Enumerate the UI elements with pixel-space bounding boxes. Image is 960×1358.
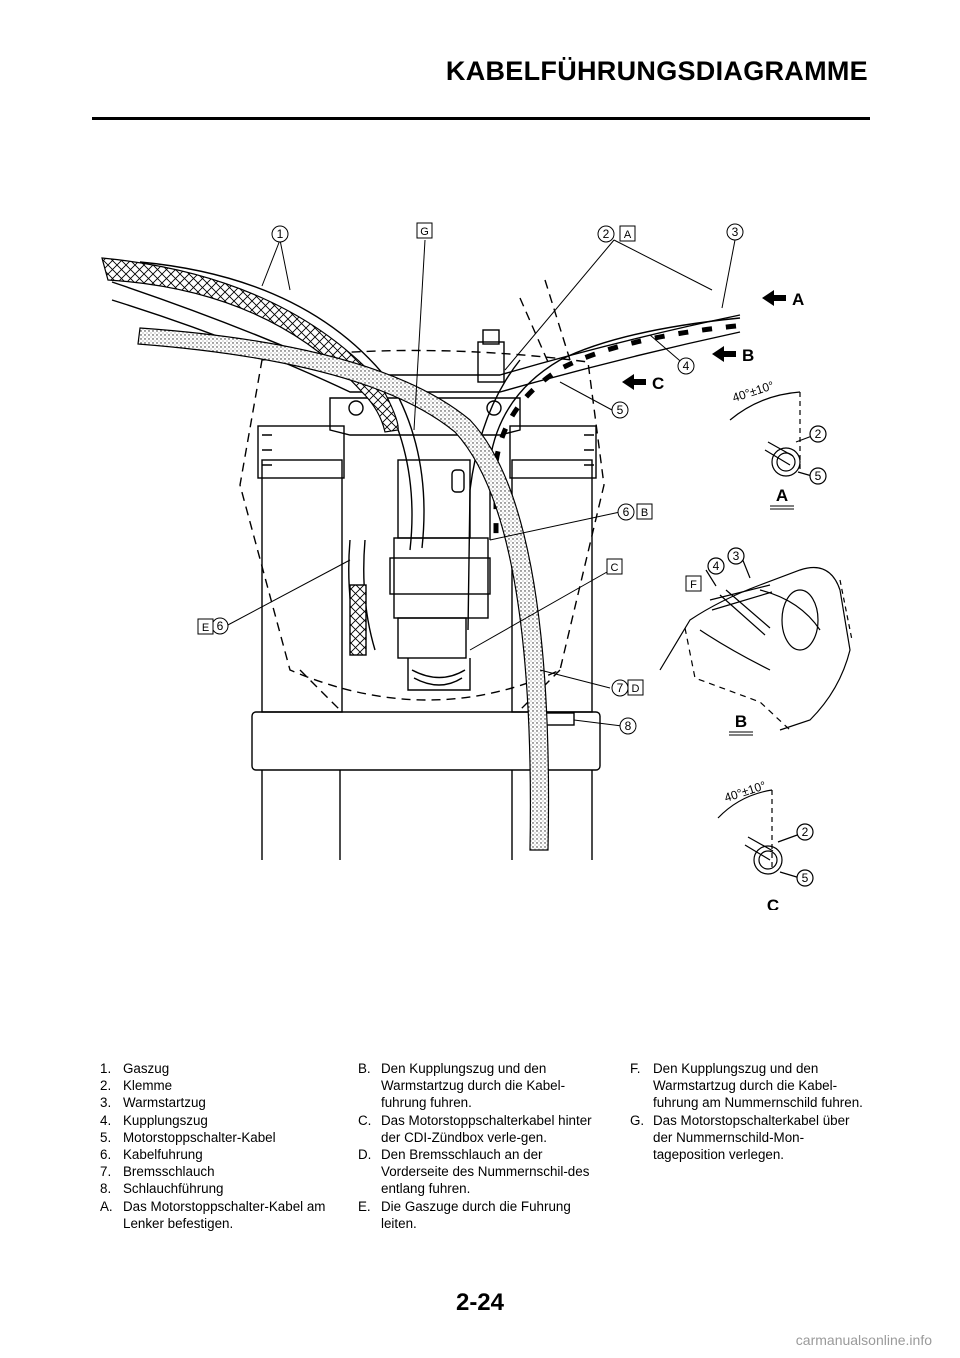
callout-d: D bbox=[632, 683, 640, 695]
handlebar bbox=[111, 281, 741, 376]
detail-a-title: A bbox=[776, 486, 788, 505]
clamp-left bbox=[257, 425, 345, 479]
detail-c bbox=[717, 789, 814, 887]
fork-tube-right bbox=[511, 459, 593, 713]
title-rule bbox=[92, 117, 870, 120]
detail-c-callout-5: 5 bbox=[802, 871, 809, 885]
arrow-label-b: B bbox=[742, 346, 754, 365]
callout-6b: 6 bbox=[217, 619, 224, 633]
callout-5: 5 bbox=[617, 403, 624, 417]
number-plate-bottom bbox=[251, 711, 601, 771]
page-title: KABELFÜHRUNGSDIAGRAMME bbox=[445, 56, 868, 86]
callout-f: F bbox=[690, 579, 697, 591]
legend-item: 3.Warmstartzug bbox=[100, 1095, 206, 1111]
watermark: carmanualsonline.info bbox=[795, 1332, 932, 1348]
detail-a-callout-2: 2 bbox=[815, 427, 822, 441]
callout-1: 1 bbox=[277, 227, 284, 241]
legend-item: A.Das Motorstoppschalter-Kabel am Lenker… bbox=[100, 1198, 326, 1231]
legend-item: B.Den Kupplungszug und den Warmstartzug … bbox=[358, 1061, 566, 1111]
page-number: 2-24 bbox=[455, 1289, 505, 1316]
detail-b-title: B bbox=[735, 712, 747, 731]
detail-a-callout-5: 5 bbox=[815, 469, 822, 483]
legend-column-2: B.Den Kupplungszug und den Warmstartzug … bbox=[358, 1060, 608, 1232]
legend-item: 6.Kabelfuhrung bbox=[100, 1147, 203, 1163]
detail-c-title: C bbox=[767, 896, 779, 910]
legend-column-3: F.Den Kupplungszug und den Warmstartzug … bbox=[630, 1060, 870, 1163]
arrow-label-c: C bbox=[652, 374, 664, 393]
callout-6: 6 bbox=[623, 505, 630, 519]
fork-tube-left bbox=[261, 459, 343, 713]
callout-4: 4 bbox=[683, 359, 690, 373]
arrow-label-a: A bbox=[792, 290, 804, 309]
legend-item: D.Den Bremsschlauch an der Vorderseite d… bbox=[358, 1147, 590, 1197]
detail-c-angle: 40°±10° bbox=[723, 778, 768, 805]
legend-item: 1.Gaszug bbox=[100, 1061, 170, 1076]
callout-7: 7 bbox=[617, 681, 624, 695]
detail-b-callout-4: 4 bbox=[713, 559, 720, 573]
callout-b: B bbox=[641, 507, 648, 519]
legend-column-1: 1.Gaszug 2.Klemme 3.Warmstartzug 4.Kuppl… bbox=[100, 1060, 340, 1232]
legend-item: 8.Schlauchführung bbox=[100, 1181, 224, 1197]
callout-3: 3 bbox=[732, 225, 739, 239]
legend-item: C.Das Motorstoppschalterkabel hinter der… bbox=[358, 1112, 592, 1145]
legend-item: 4.Kupplungszug bbox=[100, 1112, 208, 1128]
legend-item: 7.Bremsschlauch bbox=[100, 1164, 215, 1180]
callout-e: E bbox=[202, 622, 209, 634]
callout-a: A bbox=[624, 229, 632, 241]
detail-b bbox=[659, 547, 853, 731]
legend-item: 2.Klemme bbox=[100, 1078, 173, 1094]
legend-item: F.Den Kupplungszug und den Warmstartzug … bbox=[630, 1061, 863, 1111]
callout-c: C bbox=[611, 562, 619, 574]
legend-item: E.Die Gaszuge durch die Fuhrung leiten. bbox=[358, 1198, 571, 1231]
detail-b-callout-3: 3 bbox=[733, 549, 740, 563]
fork-leg-right bbox=[511, 770, 593, 860]
detail-a-angle: 40°±10° bbox=[731, 378, 776, 405]
detail-c-callout-2: 2 bbox=[802, 825, 809, 839]
engine-stop-cable bbox=[467, 359, 521, 631]
triple-clamp bbox=[329, 397, 521, 436]
callout-8: 8 bbox=[625, 719, 632, 733]
clamp-right bbox=[509, 425, 597, 479]
detail-a bbox=[729, 391, 827, 485]
legend-item: G.Das Motorstopschalterkabel über der Nu… bbox=[630, 1112, 850, 1163]
legend-item: 5.Motorstoppschalter-Kabel bbox=[100, 1129, 276, 1145]
clutch-cable bbox=[489, 317, 741, 540]
fork-leg-left bbox=[261, 770, 341, 860]
throttle-cable-band bbox=[101, 257, 399, 433]
cable-routing-diagram: A B C 1 2 3 4 5 6 6 7 8 G A B C bbox=[101, 222, 853, 910]
callout-g: G bbox=[420, 226, 429, 238]
number-plate-outline bbox=[239, 349, 605, 701]
callout-2: 2 bbox=[603, 227, 610, 241]
